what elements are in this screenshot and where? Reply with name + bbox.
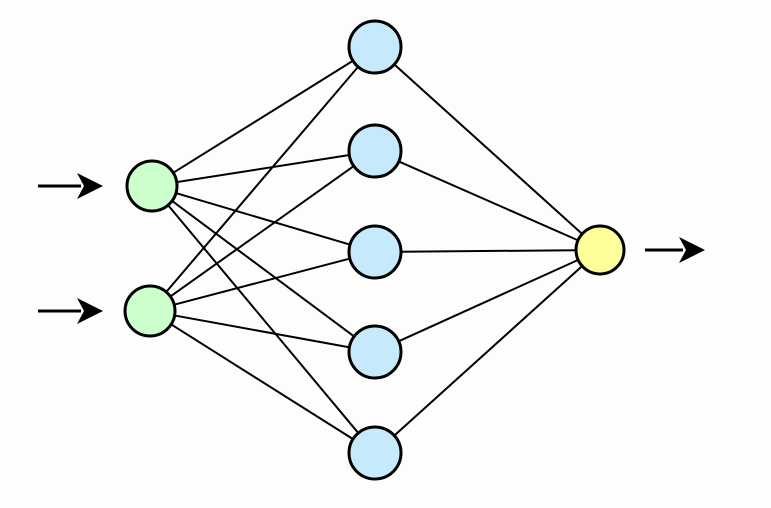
node-hid-3[interactable]	[347, 224, 403, 280]
edge-in-1-to-hid-1	[171, 59, 355, 175]
edges-group	[164, 59, 584, 441]
edge-hid-3-to-out-1	[399, 249, 578, 253]
input-arrow-2	[38, 298, 103, 324]
edge-in-1-to-hid-4	[170, 199, 356, 338]
nodes-group	[123, 19, 626, 481]
edge-in-2-to-hid-2	[168, 164, 356, 298]
node-hid-4[interactable]	[347, 324, 403, 380]
node-hid-5[interactable]	[347, 425, 403, 481]
edge-in-2-to-hid-3	[172, 257, 352, 306]
node-circle-hid-5[interactable]	[347, 425, 403, 481]
arrows-group	[38, 173, 705, 324]
edge-hid-5-to-out-1	[392, 264, 584, 437]
edge-hid-1-to-out-1	[392, 63, 584, 236]
node-circle-hid-1[interactable]	[347, 19, 403, 75]
edge-hid-4-to-out-1	[397, 258, 580, 343]
output-arrow-1	[645, 237, 705, 263]
node-hid-1[interactable]	[347, 19, 403, 75]
input-arrow-1	[38, 173, 103, 199]
edge-in-1-to-hid-3	[174, 191, 352, 246]
node-circle-in-2[interactable]	[123, 284, 177, 338]
node-in-2[interactable]	[123, 284, 177, 338]
input-arrow-1-head-icon	[77, 173, 103, 199]
node-out-1[interactable]	[574, 224, 626, 276]
edge-in-2-to-hid-4	[173, 314, 351, 349]
node-circle-hid-2[interactable]	[347, 123, 403, 179]
node-in-1[interactable]	[125, 159, 179, 213]
output-arrow-1-head-icon	[679, 237, 705, 263]
edge-in-2-to-hid-1	[164, 65, 360, 294]
node-circle-out-1[interactable]	[574, 224, 626, 276]
edge-in-1-to-hid-2	[175, 153, 351, 184]
edge-hid-2-to-out-1	[397, 160, 580, 242]
edge-in-2-to-hid-5	[169, 322, 355, 441]
node-circle-in-1[interactable]	[125, 159, 179, 213]
node-hid-2[interactable]	[347, 123, 403, 179]
node-circle-hid-3[interactable]	[347, 224, 403, 280]
node-circle-hid-4[interactable]	[347, 324, 403, 380]
edge-in-1-to-hid-5	[166, 203, 360, 435]
input-arrow-2-head-icon	[77, 298, 103, 324]
